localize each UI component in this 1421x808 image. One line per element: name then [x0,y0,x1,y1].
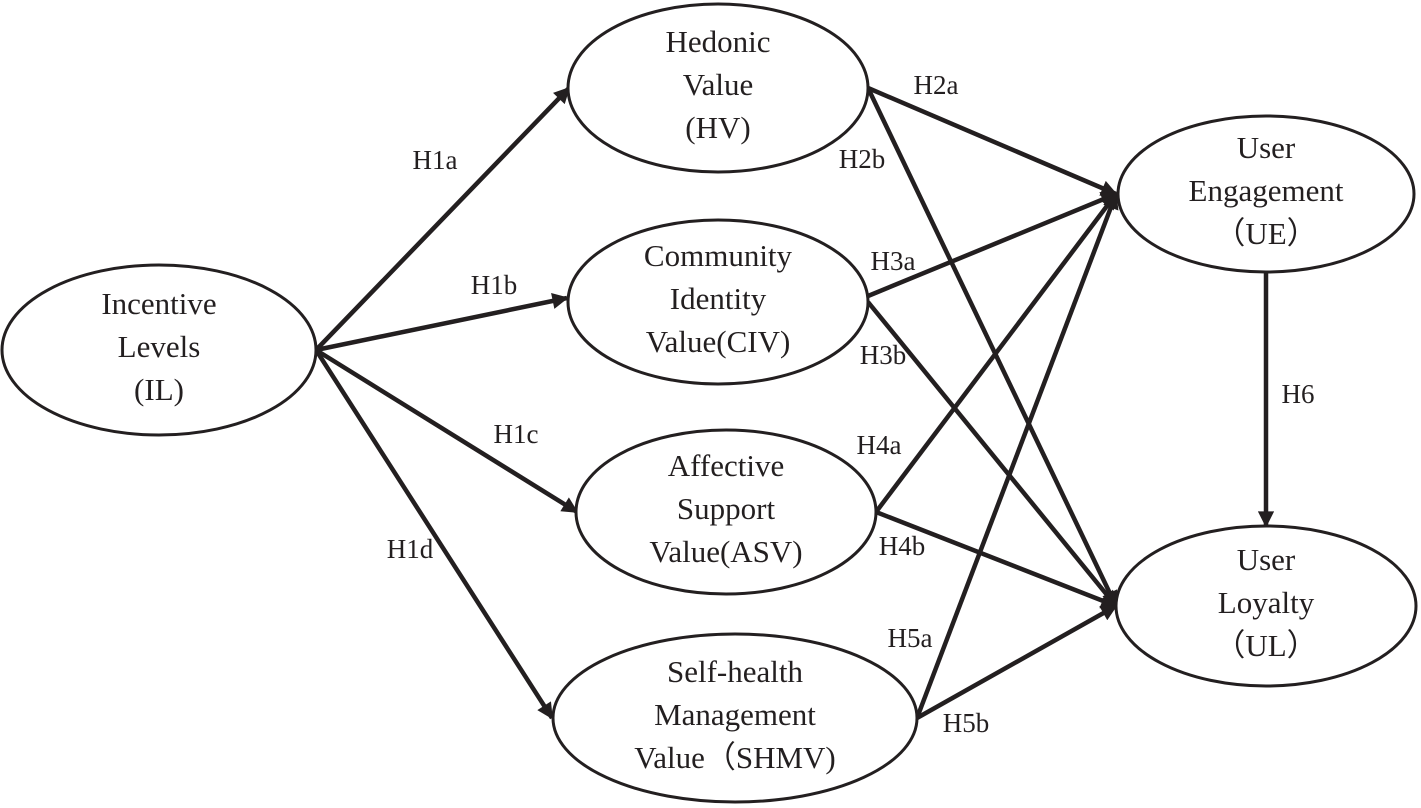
edge-label-h6: H6 [1282,379,1315,409]
edge-h1a [314,86,571,352]
node-il-label-line: Incentive [101,286,216,321]
node-civ-label-line: Value(CIV) [646,324,791,359]
edge-label-h1d: H1d [387,534,434,564]
node-asv-label-line: Value(ASV) [649,534,802,569]
node-shmv-label-line: Management [654,697,816,732]
edges-layer [314,85,1275,720]
node-asv-label-line: Support [677,491,776,526]
node-shmv-ellipse [551,632,919,804]
node-hv-ellipse [566,2,870,174]
edge-h2a [867,85,1118,197]
node-ul-ellipse [1114,524,1418,688]
edge-label-h1a: H1a [413,145,458,175]
edge-label-h1b: H1b [471,270,518,300]
edge-h1b [315,293,569,353]
node-shmv-label-line: Self-health [667,654,804,689]
node-shmv-label-line: Value（SHMV) [634,740,836,775]
edge-h5a [914,192,1119,719]
edge-h4b [875,509,1118,609]
edge-h1c [314,348,579,514]
edge-h3a [867,191,1118,299]
edge-label-h2b: H2b [839,144,886,174]
node-civ-ellipse [566,218,870,386]
node-hv-label-line: (HV) [685,110,750,145]
edge-h3b [866,300,1118,608]
node-hv-label-line: Hedonic [665,24,770,59]
node-ue-label-line: User [1237,130,1296,165]
edge-h1d [314,348,554,720]
edge-label-h4b: H4b [879,531,926,561]
edge-label-h3b: H3b [860,340,907,370]
edge-label-h4a: H4a [857,430,902,460]
node-ul-label-line: （UL） [1214,628,1317,663]
node-ul-label-line: User [1237,542,1296,577]
edge-h4a [874,192,1118,514]
node-hv-label-line: Value [683,67,754,102]
edge-label-h2a: H2a [914,70,959,100]
edge-label-h5a: H5a [888,623,933,653]
edge-label-h3a: H3a [871,246,916,276]
node-ue-ellipse [1116,114,1416,274]
edge-label-h1c: H1c [494,419,539,449]
node-asv-label-line: Affective [668,448,784,483]
node-ue-label-line: （UE） [1214,216,1317,251]
node-il-ellipse [0,263,318,437]
node-ul-label-line: Loyalty [1218,585,1315,620]
edge-h2b [865,87,1119,608]
node-civ-label-line: Community [644,238,793,273]
node-il-label-line: (IL) [134,372,184,407]
edge-h5b [915,604,1118,720]
node-civ-label-line: Identity [670,281,767,316]
node-asv-ellipse [574,428,878,596]
node-ue-label-line: Engagement [1189,173,1344,208]
node-il-label-line: Levels [118,329,201,364]
edge-label-h5b: H5b [943,708,990,738]
